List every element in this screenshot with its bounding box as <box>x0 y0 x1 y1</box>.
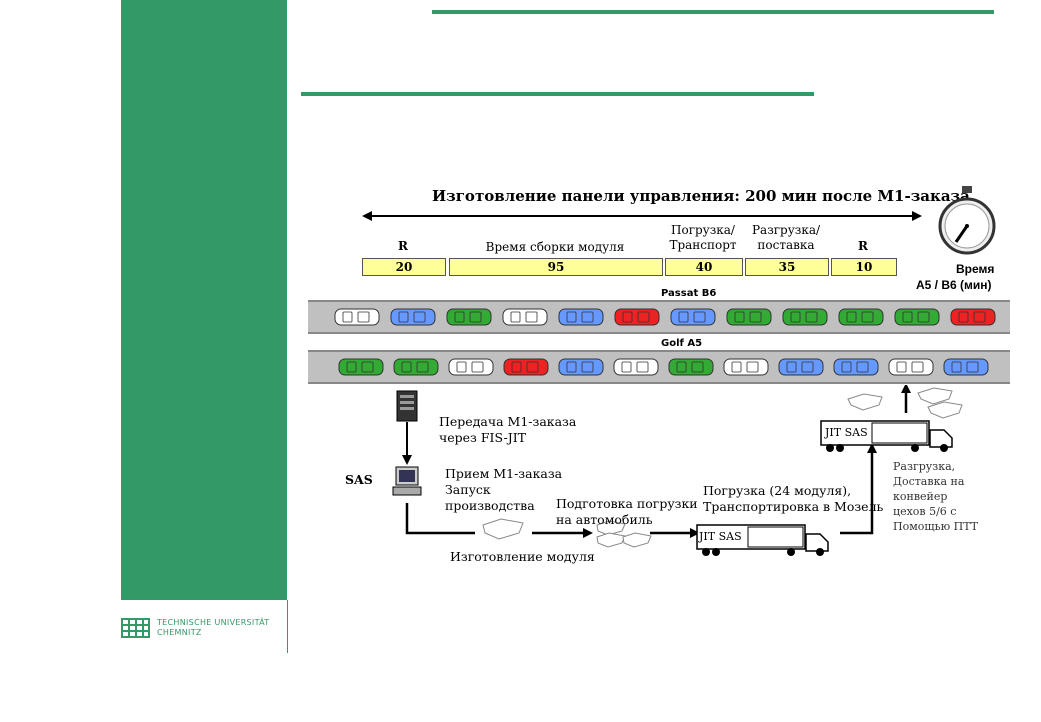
clock-label-time: Время <box>956 262 995 276</box>
transfer-line2: через FIS-JIT <box>439 430 526 445</box>
golf-band <box>308 350 1010 384</box>
unload-line5: Помощью ПТТ <box>893 520 978 533</box>
car-blue <box>833 358 879 376</box>
duration-arrow <box>362 211 922 221</box>
logo-line1: TECHNISCHE UNIVERSITÄT <box>157 618 270 627</box>
load-line1: Погрузка (24 модуля), <box>703 483 852 498</box>
car-green <box>726 308 772 326</box>
car-blue <box>558 358 604 376</box>
truck2-label: JIT SAS <box>825 426 868 439</box>
top-accent-line <box>432 10 994 14</box>
car-green <box>338 358 384 376</box>
logo-line2: CHEMNITZ <box>157 628 202 637</box>
header-r2: R <box>858 239 868 253</box>
car-green <box>894 308 940 326</box>
transfer-line1: Передача М1-заказа <box>439 414 577 429</box>
sidebar-band <box>121 0 287 600</box>
header-loading: Погрузка/ Транспорт <box>669 223 737 252</box>
car-blue <box>943 358 989 376</box>
car-blue <box>390 308 436 326</box>
header-assembly: Время сборки модуля <box>485 240 625 254</box>
car-white <box>448 358 494 376</box>
server-icon <box>396 390 418 422</box>
car-blue <box>558 308 604 326</box>
car-white <box>723 358 769 376</box>
computer-icon <box>392 466 422 496</box>
car-green <box>668 358 714 376</box>
car-white <box>613 358 659 376</box>
time-box-r1: 20 <box>362 258 446 276</box>
unload-line2: Доставка на <box>893 475 965 488</box>
car-white <box>334 308 380 326</box>
university-building-icon <box>121 618 150 638</box>
flow-diagram <box>392 385 963 548</box>
car-red <box>950 308 996 326</box>
truck-2 <box>820 420 953 452</box>
unload-line1: Разгрузка, <box>893 460 956 473</box>
car-red <box>614 308 660 326</box>
car-blue <box>670 308 716 326</box>
band-label-passat: Passat B6 <box>661 288 717 299</box>
unload-line3: конвейер <box>893 490 948 503</box>
car-white <box>888 358 934 376</box>
car-green <box>838 308 884 326</box>
time-box-loading: 40 <box>665 258 743 276</box>
title-underline <box>301 92 814 96</box>
car-green <box>393 358 439 376</box>
car-white <box>502 308 548 326</box>
receive-line2: Запуск <box>445 482 491 497</box>
car-green <box>446 308 492 326</box>
load-line2: Транспортировка в Мозель <box>703 499 884 514</box>
logo-area: TECHNISCHE UNIVERSITÄT CHEMNITZ <box>121 600 288 653</box>
truck1-label: JIT SAS <box>699 530 742 543</box>
truck-1 <box>696 524 829 556</box>
band-label-golf: Golf A5 <box>661 338 703 349</box>
car-blue <box>778 358 824 376</box>
passat-band <box>308 300 1010 334</box>
car-red <box>503 358 549 376</box>
stopwatch-icon <box>938 186 996 255</box>
clock-label-unit: A5 / B6 (мин) <box>916 278 992 292</box>
unload-line4: цехов 5/6 с <box>893 505 957 518</box>
diagram-title: Изготовление панели управления: 200 мин … <box>432 187 970 205</box>
prep-line1: Подготовка погрузки <box>556 496 698 511</box>
time-box-r2: 10 <box>831 258 897 276</box>
header-unloading: Разгрузка/ поставка <box>751 223 821 252</box>
receive-line3: производства <box>445 498 535 513</box>
header-r1: R <box>398 239 408 253</box>
car-green <box>782 308 828 326</box>
time-box-unloading: 35 <box>745 258 829 276</box>
time-box-assembly: 95 <box>449 258 663 276</box>
receive-line1: Прием М1-заказа <box>445 466 563 481</box>
module-label: Изготовление модуля <box>450 549 595 564</box>
sas-label: SAS <box>345 472 373 487</box>
prep-line2: на автомобиль <box>556 512 653 527</box>
